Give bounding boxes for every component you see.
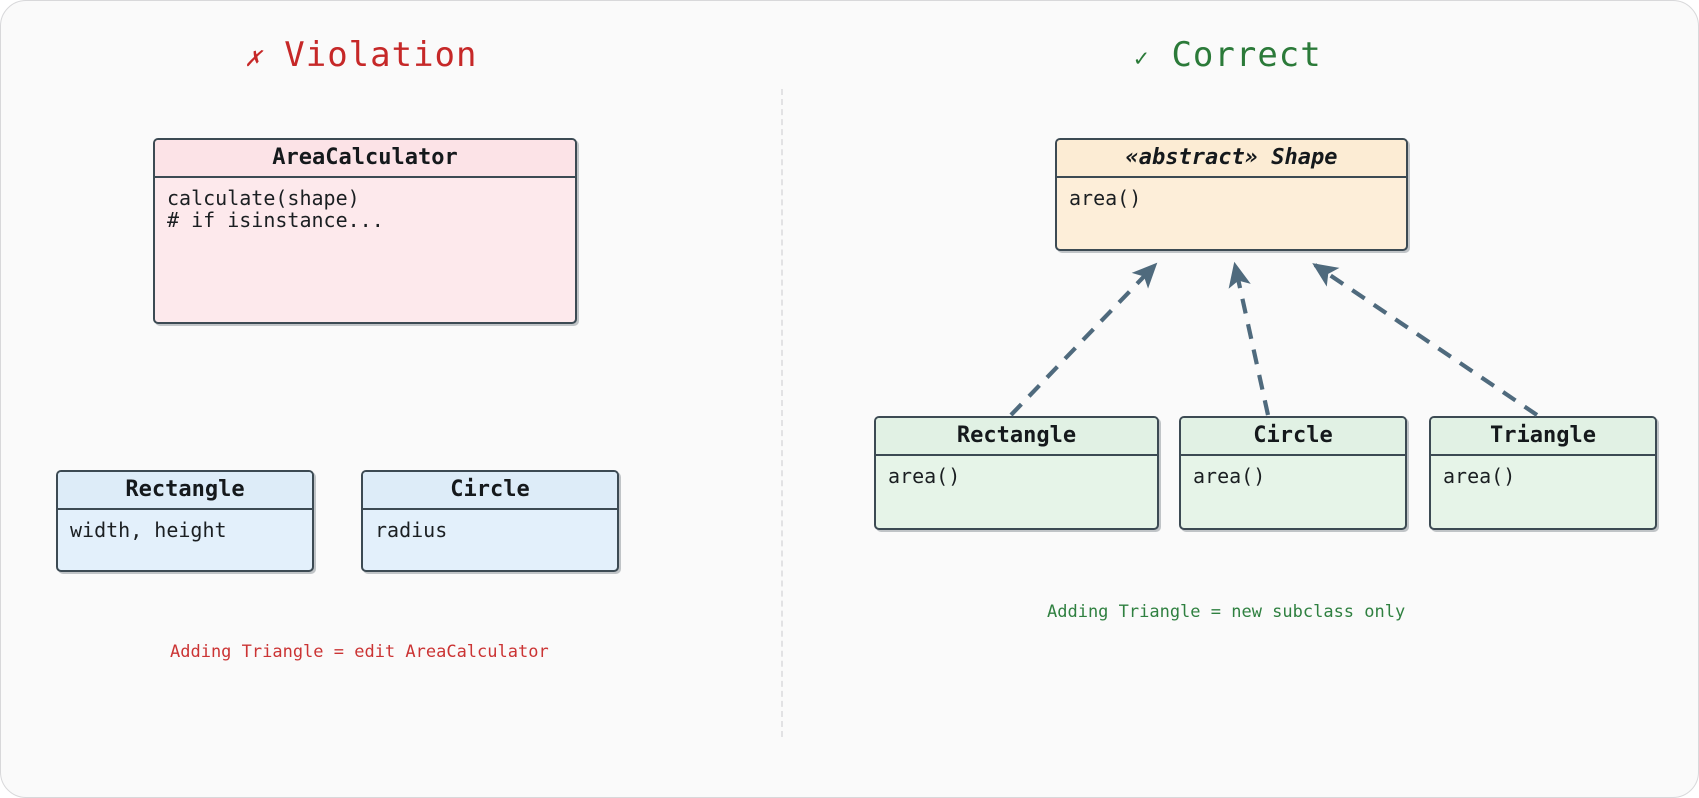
class-box-rectangle-right: Rectangle area() [874, 416, 1159, 530]
class-members-areacalculator: calculate(shape) # if isinstance... [167, 186, 384, 233]
class-members-rectangle-right: area() [888, 464, 961, 488]
class-members-circle-right: area() [1193, 464, 1266, 488]
class-box-shape: «abstract» Shape area() [1055, 138, 1408, 251]
class-members-rectangle-left: width, height [70, 518, 227, 542]
class-box-circle-left: Circle radius [361, 470, 619, 572]
class-name-areacalculator: AreaCalculator [155, 140, 575, 178]
cross-icon: ✗ [245, 42, 263, 73]
arrow-triangle-to-shape [1312, 263, 1539, 417]
caption-correct: Adding Triangle = new subclass only [1047, 602, 1406, 622]
check-icon: ✓ [1134, 44, 1150, 72]
correct-panel-title: Correct [1171, 35, 1322, 75]
arrow-rectangle-to-shape [1009, 262, 1158, 417]
class-box-triangle-right: Triangle area() [1429, 416, 1657, 530]
class-members-triangle-right: area() [1443, 464, 1516, 488]
class-name-circle-right: Circle [1181, 418, 1405, 456]
class-box-areacalculator: AreaCalculator calculate(shape) # if isi… [153, 138, 577, 324]
violation-panel-header: ✗ Violation [245, 35, 478, 75]
correct-panel-header: ✓ Correct [1134, 35, 1322, 75]
caption-violation: Adding Triangle = edit AreaCalculator [170, 642, 549, 662]
class-box-circle-right: Circle area() [1179, 416, 1407, 530]
class-name-triangle-right: Triangle [1431, 418, 1655, 456]
class-name-shape: «abstract» Shape [1057, 140, 1406, 178]
class-name-rectangle-right: Rectangle [876, 418, 1157, 456]
panel-divider [781, 89, 783, 737]
class-members-circle-left: radius [375, 518, 448, 542]
class-name-rectangle-left: Rectangle [58, 472, 312, 510]
arrow-circle-to-shape [1228, 261, 1271, 416]
violation-panel-title: Violation [284, 35, 478, 75]
class-name-circle-left: Circle [363, 472, 617, 510]
class-box-rectangle-left: Rectangle width, height [56, 470, 314, 572]
class-members-shape: area() [1069, 186, 1142, 210]
